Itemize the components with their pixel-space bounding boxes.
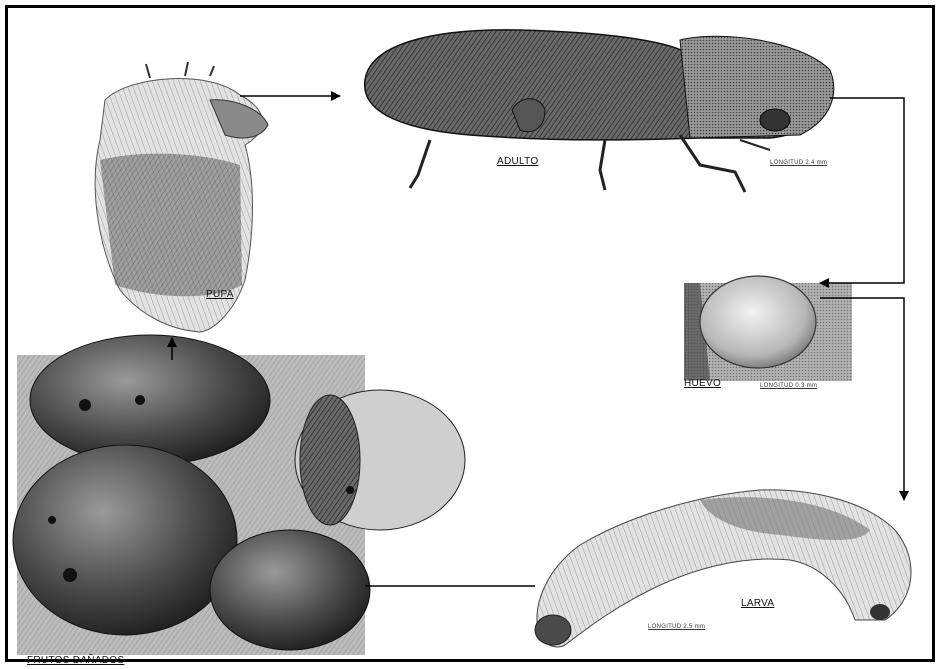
larva-illustration [535,490,911,647]
egg-label: HUEVO [684,378,721,389]
adult-beetle-illustration [365,30,834,192]
egg-illustration [684,276,852,381]
larva-label: LARVA [741,598,774,609]
damaged-fruits-illustration [13,335,465,655]
adult-size-label: LONGITUD 2.4 mm [770,160,827,166]
egg-size-label: LONGITUD 0.3 mm [760,383,817,389]
arrow-adult-to-egg [820,98,904,283]
pupa-illustration [95,62,268,332]
adult-label: ADULTO [497,156,538,167]
larva-size-label: LONGITUD 2.5 mm [648,624,705,630]
fruits-label: FRUTOS DAÑADOS [27,655,124,666]
pupa-label: PUPA [206,289,234,300]
